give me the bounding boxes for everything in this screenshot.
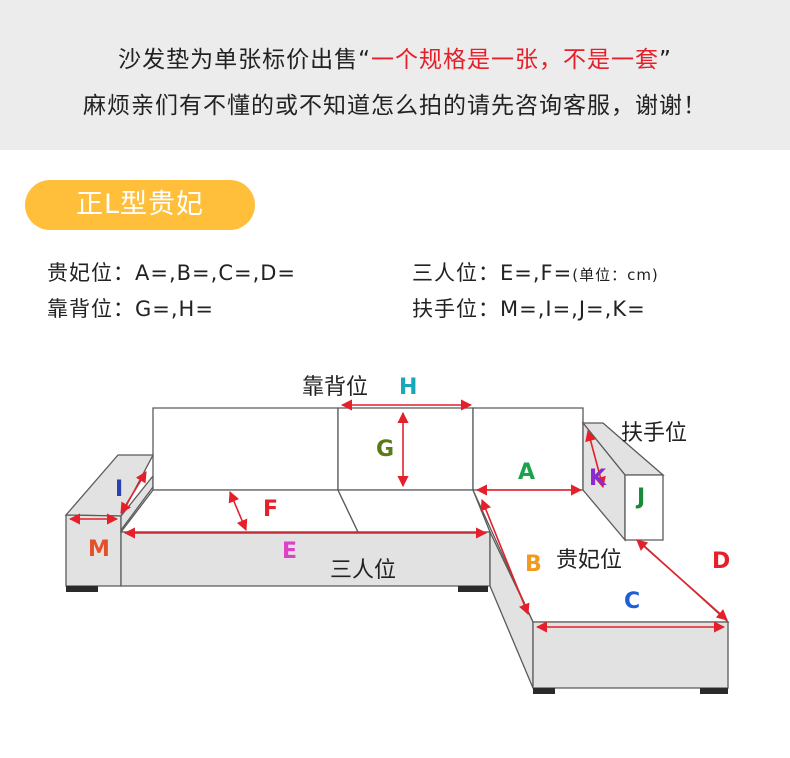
seat-base: [120, 531, 491, 587]
chaise-front: [532, 621, 729, 689]
sofa-body: [64, 407, 730, 689]
arrow-B: [480, 498, 530, 616]
quote-open: “: [358, 47, 371, 73]
spec-three-seat-text: 三人位：E=,F=: [412, 261, 573, 285]
leg: [700, 688, 728, 694]
spec-armrest: 扶手位：M=,I=,J=,K=: [412, 297, 646, 321]
sofa-legs: [66, 586, 728, 694]
notice-line-1-prefix: 沙发垫为单张标价出售: [118, 47, 359, 73]
measurement-arrows: [68, 399, 728, 633]
letter-J: J: [635, 485, 645, 510]
arrow-I: [120, 471, 147, 514]
arrow-D: [636, 539, 728, 621]
leg: [533, 688, 555, 694]
spec-chaise: 贵妃位：A=,B=,C=,D=: [47, 261, 297, 285]
spec-backrest: 靠背位：G=,H=: [47, 297, 214, 321]
quote-close: ”: [659, 47, 672, 73]
spec-unit: (单位：cm): [572, 266, 659, 284]
label-chaise: 贵妃位: [556, 548, 622, 573]
letter-K: K: [589, 466, 607, 491]
notice-line-2: 麻烦亲们有不懂的或不知道怎么拍的请先咨询客服，谢谢！: [83, 93, 707, 119]
spec-three-seat: 三人位：E=,F=(单位：cm): [412, 257, 659, 287]
sofa-diagram: 靠背位 扶手位 贵妃位 三人位 H G A K J I F M E B D C: [64, 375, 730, 694]
letter-M: M: [88, 537, 110, 562]
letter-H: H: [399, 375, 417, 400]
arrow-K: [585, 429, 606, 489]
letter-I: I: [115, 477, 123, 502]
backrest-middle: [337, 407, 474, 491]
notice-highlight: 一个规格是一张，不是一套: [371, 47, 659, 73]
letter-E: E: [282, 539, 297, 564]
seat-cushion-right: [336, 489, 491, 533]
leg: [458, 586, 488, 592]
zone-labels: 靠背位 扶手位 贵妃位 三人位: [302, 375, 687, 583]
arrow-F: [228, 490, 248, 532]
letter-F: F: [263, 497, 278, 522]
notice-banner: 沙发垫为单张标价出售“一个规格是一张，不是一套” 麻烦亲们有不懂的或不知道怎么拍…: [0, 0, 790, 150]
letter-G: G: [376, 437, 394, 462]
label-armrest: 扶手位: [621, 421, 687, 446]
label-three-seat: 三人位: [330, 558, 396, 583]
letter-B: B: [525, 552, 542, 577]
seat-cushion-left: [119, 489, 360, 533]
letter-D: D: [712, 549, 730, 574]
sofa-type-badge: 正L型贵妃: [25, 180, 255, 230]
letter-C: C: [624, 589, 640, 614]
label-backrest: 靠背位: [302, 375, 368, 400]
letter-A: A: [518, 460, 535, 485]
leg: [66, 586, 98, 592]
notice-line-1: 沙发垫为单张标价出售“一个规格是一张，不是一套”: [0, 40, 790, 74]
measurement-letters: H G A K J I F M E B D C: [88, 375, 730, 614]
backrest-left: [152, 407, 339, 491]
